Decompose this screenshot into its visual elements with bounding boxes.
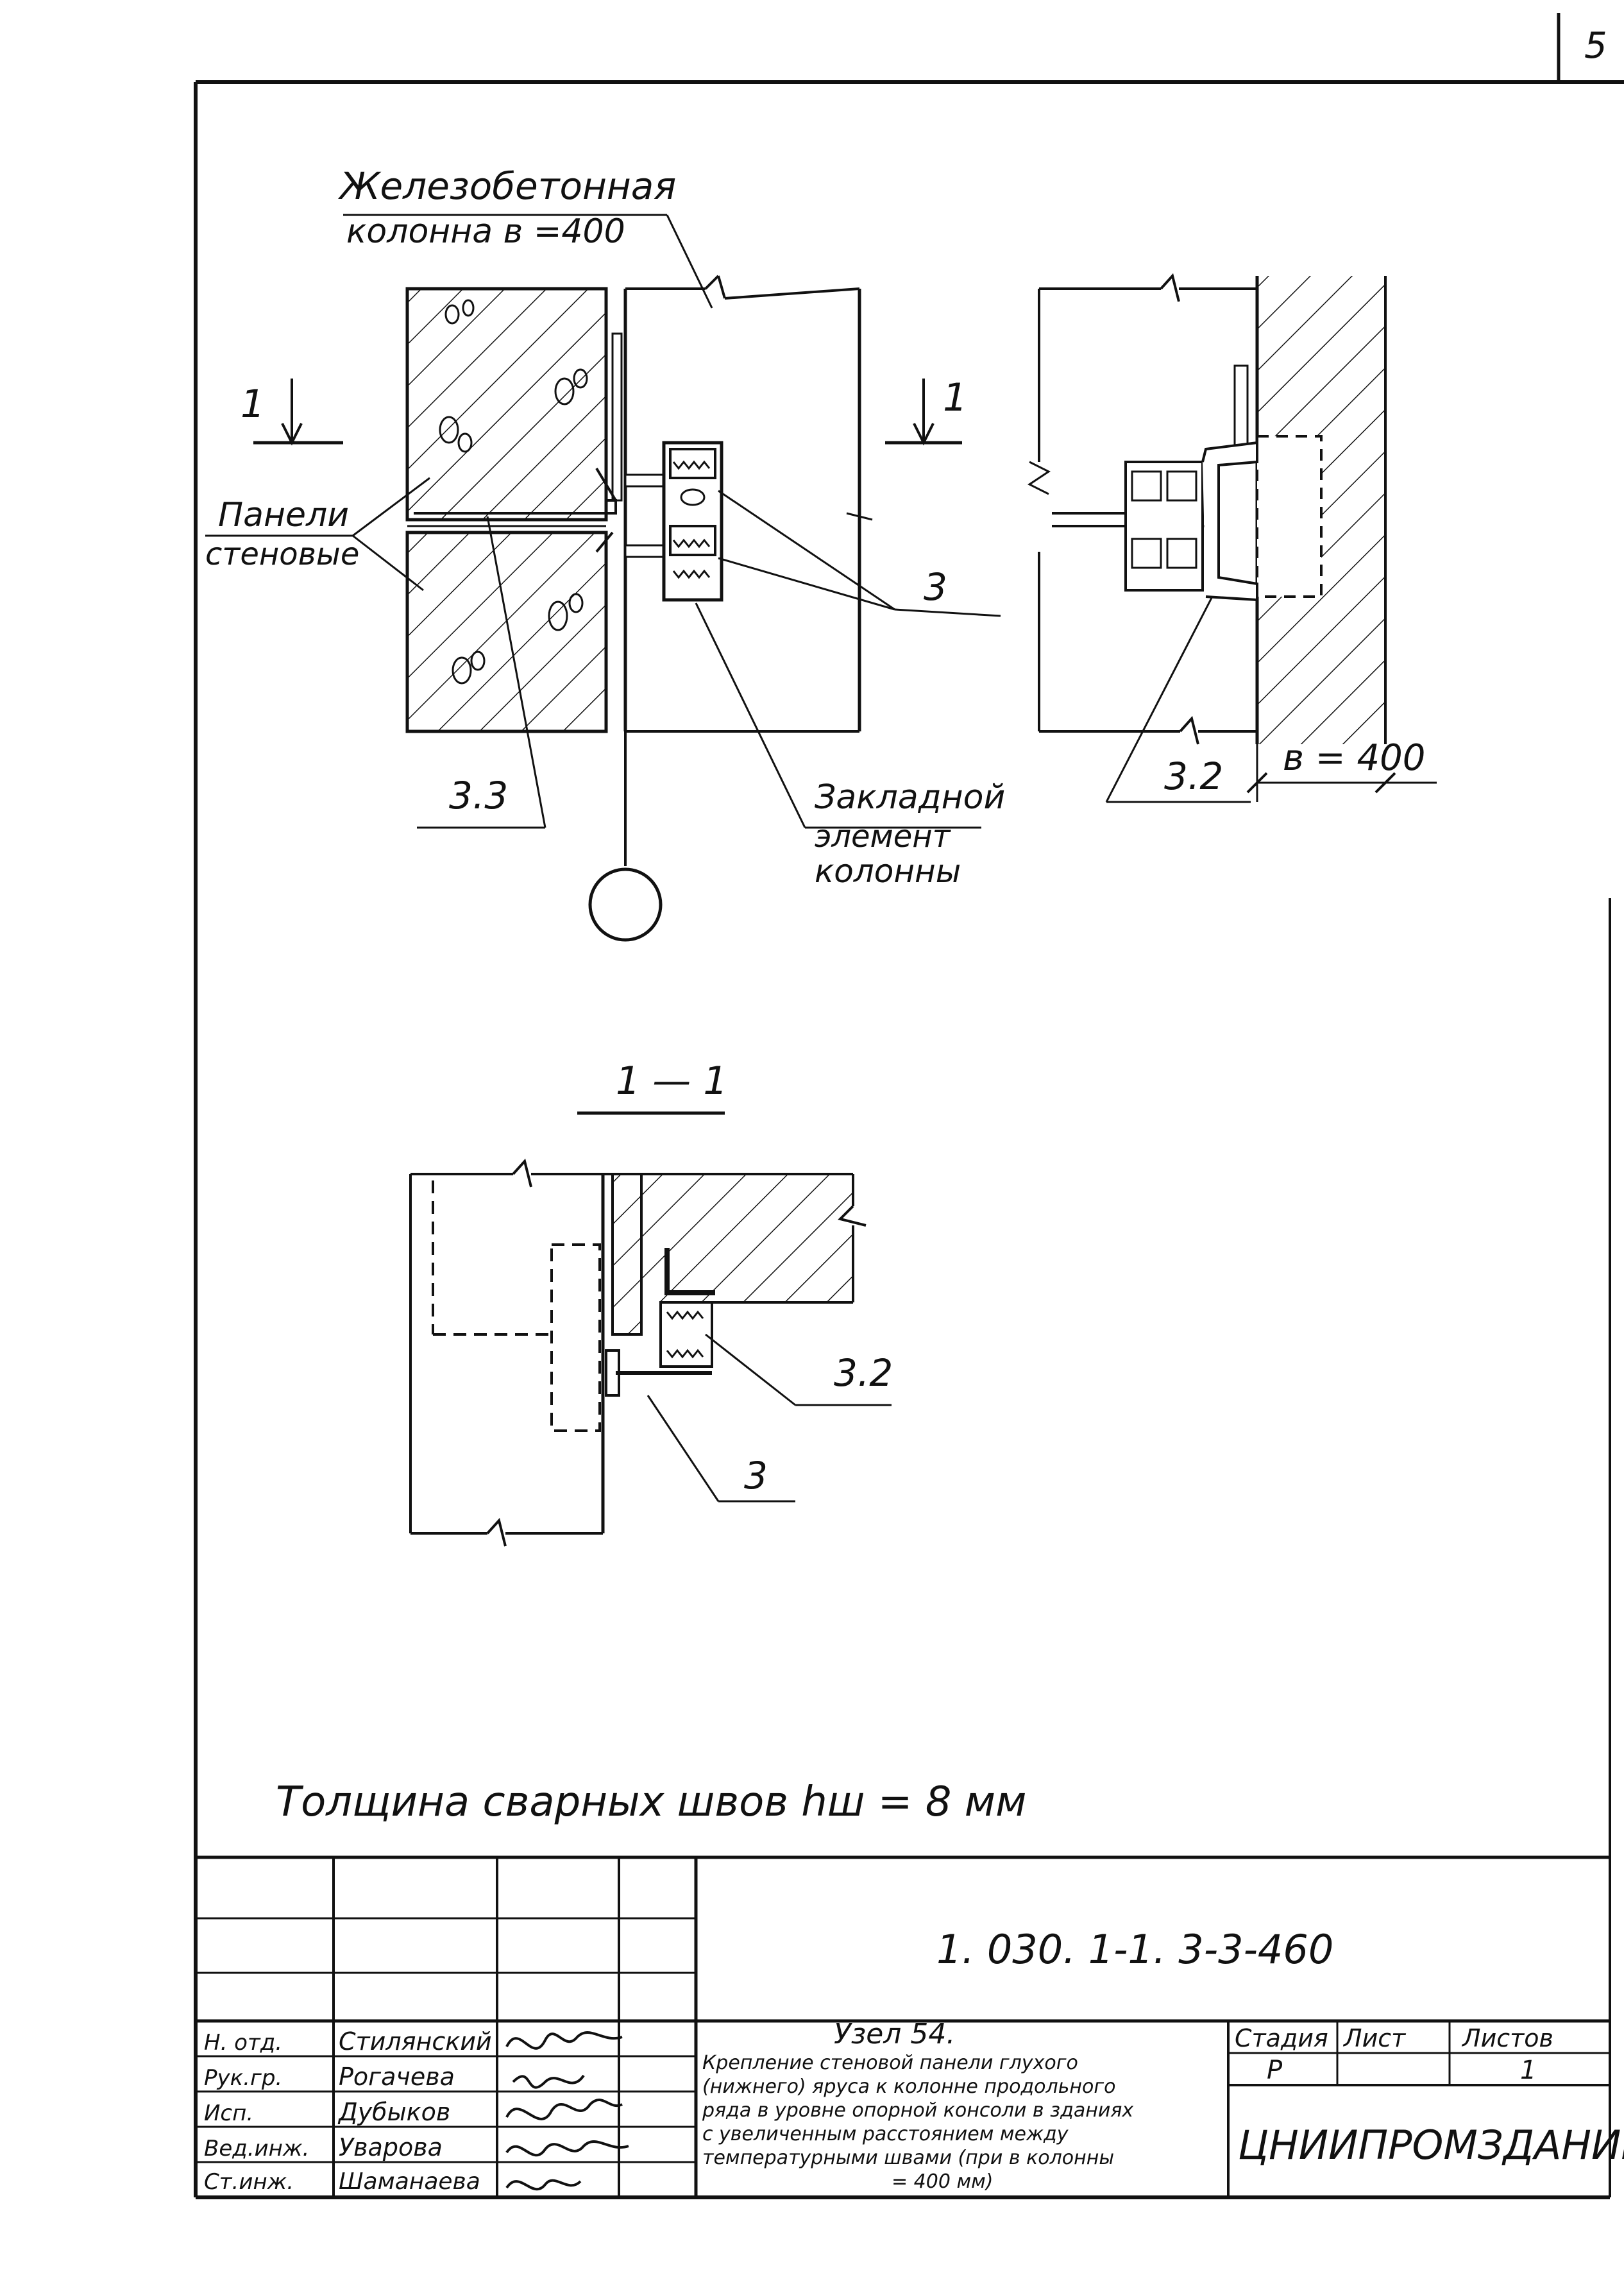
axis-marker-circle: [588, 867, 663, 942]
signatures: [505, 2031, 629, 2191]
sheets-value: 1: [1520, 2056, 1536, 2085]
document-code: 1. 030. 1-1. 3-3-460: [936, 1926, 1333, 1973]
lower-wall-panel: [405, 531, 608, 733]
sheet-header: Лист: [1342, 2024, 1407, 2052]
role-2: Рук.гр.: [204, 2065, 282, 2091]
callout-3-elevation: 3: [924, 565, 947, 609]
description-line-5: температурными швами (при в колонны: [702, 2147, 1114, 2169]
name-3: Дубыков: [337, 2098, 450, 2126]
embedded-label-line2: элемент: [815, 819, 952, 855]
upper-wall-panel: [405, 287, 608, 522]
title-block: 1. 030. 1-1. 3-3-460 Н. отд. Рук.гр. Исп…: [196, 1855, 1624, 2197]
description-line-1: Крепление стеновой панели глухого: [702, 2052, 1078, 2074]
weld-thickness-note: Толщина сварных швов hш = 8 мм: [276, 1778, 1026, 1826]
panels-label-line2: стеновые: [205, 536, 359, 572]
panels-label-line1: Панели: [218, 496, 349, 534]
description-line-4: с увеличенным расстоянием между: [702, 2123, 1069, 2145]
stage-value: Р: [1267, 2056, 1283, 2085]
embedded-label-line1: Закладной: [815, 778, 1005, 817]
callout-3-2-side: 3.2: [1164, 754, 1223, 798]
role-1: Н. отд.: [204, 2030, 282, 2056]
name-2: Рогачева: [339, 2063, 455, 2091]
role-5: Ст.инж.: [204, 2169, 294, 2195]
callout-3-2-section: 3.2: [834, 1351, 893, 1395]
name-1: Стилянский: [339, 2027, 492, 2056]
embedded-element: [662, 441, 723, 602]
section-1-1: 1 — 1 3.2 3: [409, 1059, 893, 1547]
elevation-view: 1 1 Железобетонная колонна в =400 Панели…: [205, 164, 1005, 942]
section-mark-left: 1: [241, 382, 265, 427]
callout-3-3: 3.3: [449, 774, 508, 817]
page-number: 5: [1584, 25, 1607, 67]
side-view: в = 400 3.2: [1028, 273, 1437, 803]
column-label-line2: колонна в =400: [346, 212, 625, 251]
name-4: Уварова: [339, 2133, 443, 2161]
description-line-2: (нижнего) яруса к колонне продольного: [702, 2075, 1115, 2098]
node-title: Узел 54.: [834, 2018, 955, 2050]
section-title: 1 — 1: [616, 1059, 728, 1103]
column-label-line1: Железобетонная: [338, 164, 676, 208]
stage-header: Стадия: [1235, 2024, 1328, 2052]
section-mark-right: 1: [943, 375, 967, 420]
role-3: Исп.: [204, 2100, 253, 2126]
description-line-6: = 400 мм): [892, 2170, 993, 2193]
sheet-frame: [194, 80, 1624, 2199]
name-5: Шаманаева: [339, 2168, 480, 2195]
callout-3-section: 3: [744, 1454, 768, 1497]
width-dimension: в = 400: [1283, 737, 1425, 779]
embedded-label-line3: колонны: [815, 853, 961, 890]
sheets-header: Листов: [1461, 2024, 1553, 2052]
description-line-3: ряда в уровне опорной консоли в зданиях: [702, 2099, 1133, 2122]
role-4: Вед.инж.: [204, 2136, 309, 2161]
organization: ЦНИИПРОМЗДАНИЙ: [1238, 2121, 1624, 2168]
